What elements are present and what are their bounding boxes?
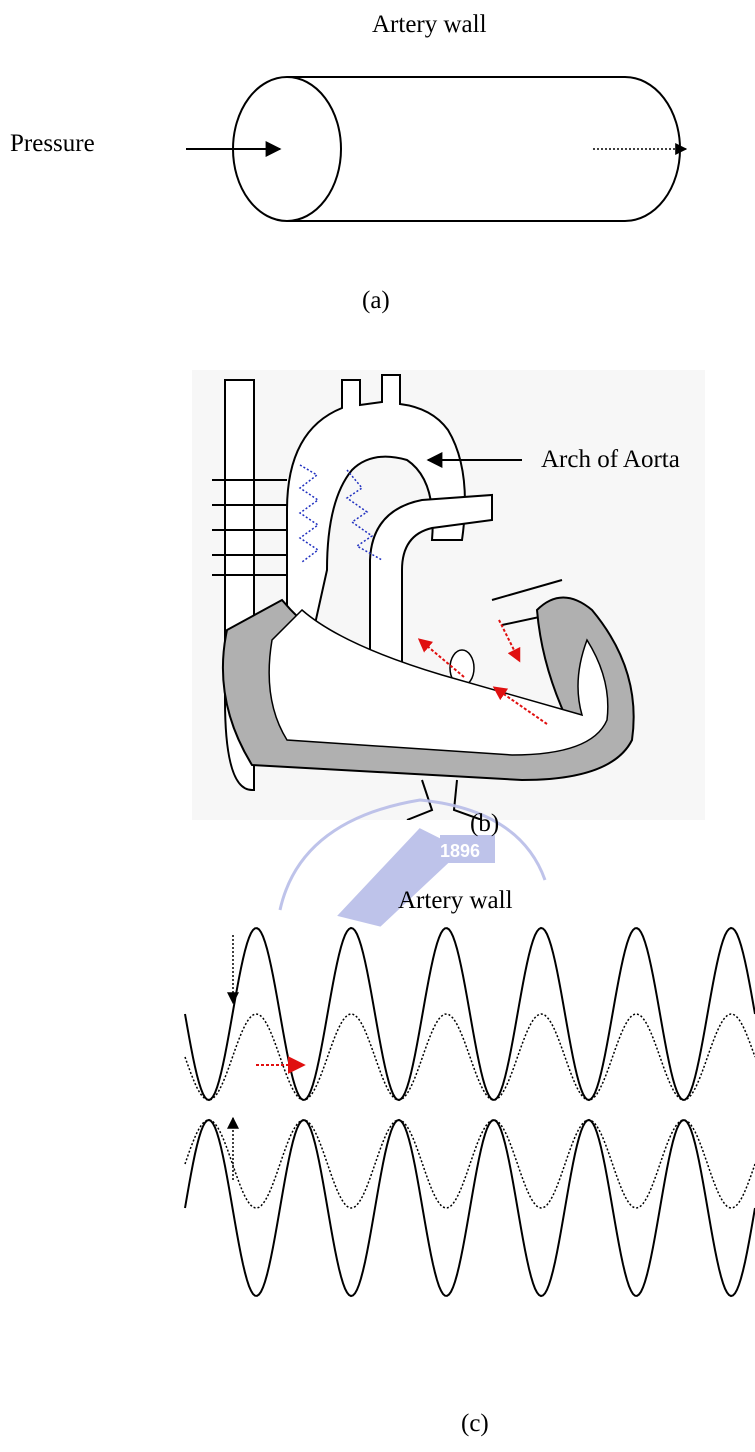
wave-bottom-solid [185, 1120, 755, 1296]
wave-bottom-dotted [185, 1120, 755, 1208]
arch-of-aorta-label: Arch of Aorta [541, 447, 680, 472]
watermark-year: 1896 [440, 841, 480, 861]
figure-c-title: Artery wall [398, 888, 513, 913]
caption-c: (c) [461, 1411, 489, 1436]
wave-top-solid [185, 928, 755, 1100]
caption-b: (b) [470, 811, 499, 836]
heart-illustration [192, 370, 705, 820]
caption-a: (a) [362, 288, 390, 313]
artery-cylinder-diagram [0, 0, 755, 260]
wave-top-dotted [185, 1014, 755, 1100]
